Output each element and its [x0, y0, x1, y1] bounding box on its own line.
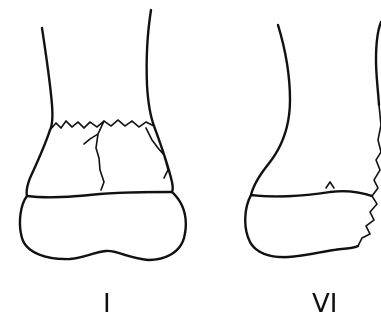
bone-right: [245, 22, 381, 257]
bone-right-shaft-right-edge: [376, 22, 381, 105]
bone-left-shaft-left-edge: [42, 28, 52, 130]
bone-left: [20, 10, 186, 260]
bone-left-epiphysis: [20, 192, 186, 260]
bone-left-metaphysis-left: [27, 130, 50, 196]
bone-left-vertical-fracture: [96, 121, 104, 190]
bone-right-physis-bump: [326, 182, 334, 188]
figure-label-left: I: [103, 291, 111, 317]
bone-right-epiphysis: [245, 195, 358, 257]
bone-right-physis: [251, 191, 372, 196]
bone-left-fracture-branch: [84, 134, 98, 144]
bone-right-fracture-edge: [358, 105, 381, 246]
bone-right-shaft-left-edge: [251, 25, 290, 195]
bone-left-metaphysis-right: [154, 126, 173, 192]
figure-label-right: VI: [312, 291, 337, 317]
bone-left-shaft-right-edge: [147, 10, 154, 126]
bone-left-physis: [27, 192, 172, 197]
